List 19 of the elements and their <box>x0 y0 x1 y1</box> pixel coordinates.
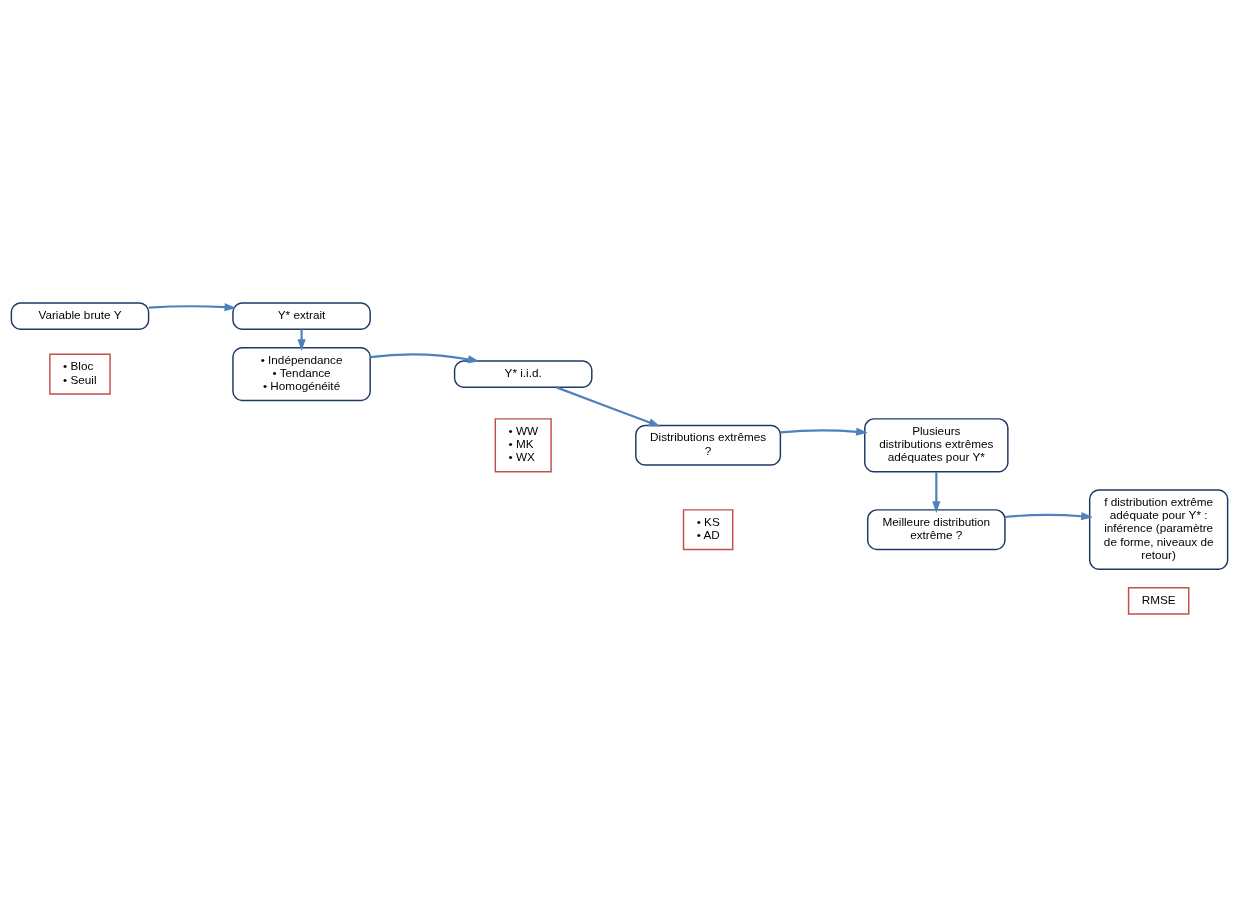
node-box: Meilleure distribution extrême ? <box>866 509 1006 551</box>
node-box: • KS • AD <box>682 509 734 551</box>
node-box: f distribution extrême adéquate pour Y* : inférence (paramètre de forme, niveaux de retour) <box>1088 489 1229 571</box>
node-box: Y* i.i.d. <box>453 360 593 389</box>
arrow <box>780 427 868 436</box>
node-box: Distributions extrêmes ? <box>635 424 782 466</box>
node-box: • Bloc • Seuil <box>49 353 111 395</box>
node-box: • Indépendance • Tendance • Homogénéité <box>232 346 371 402</box>
node-box: Plusieurs distributions extrêmes adéquates pour Y* <box>864 418 1009 473</box>
node-box: RMSE <box>1127 586 1190 615</box>
node-box: Variable brute Y <box>10 302 150 331</box>
arrow <box>370 353 480 364</box>
arrow <box>297 329 306 351</box>
arrow <box>1004 512 1093 521</box>
node-box: Y* extrait <box>232 302 371 331</box>
node-box: • WW • MK • WX <box>494 418 552 473</box>
arrow <box>148 303 237 312</box>
arrow <box>556 386 661 427</box>
arrow <box>932 471 941 514</box>
